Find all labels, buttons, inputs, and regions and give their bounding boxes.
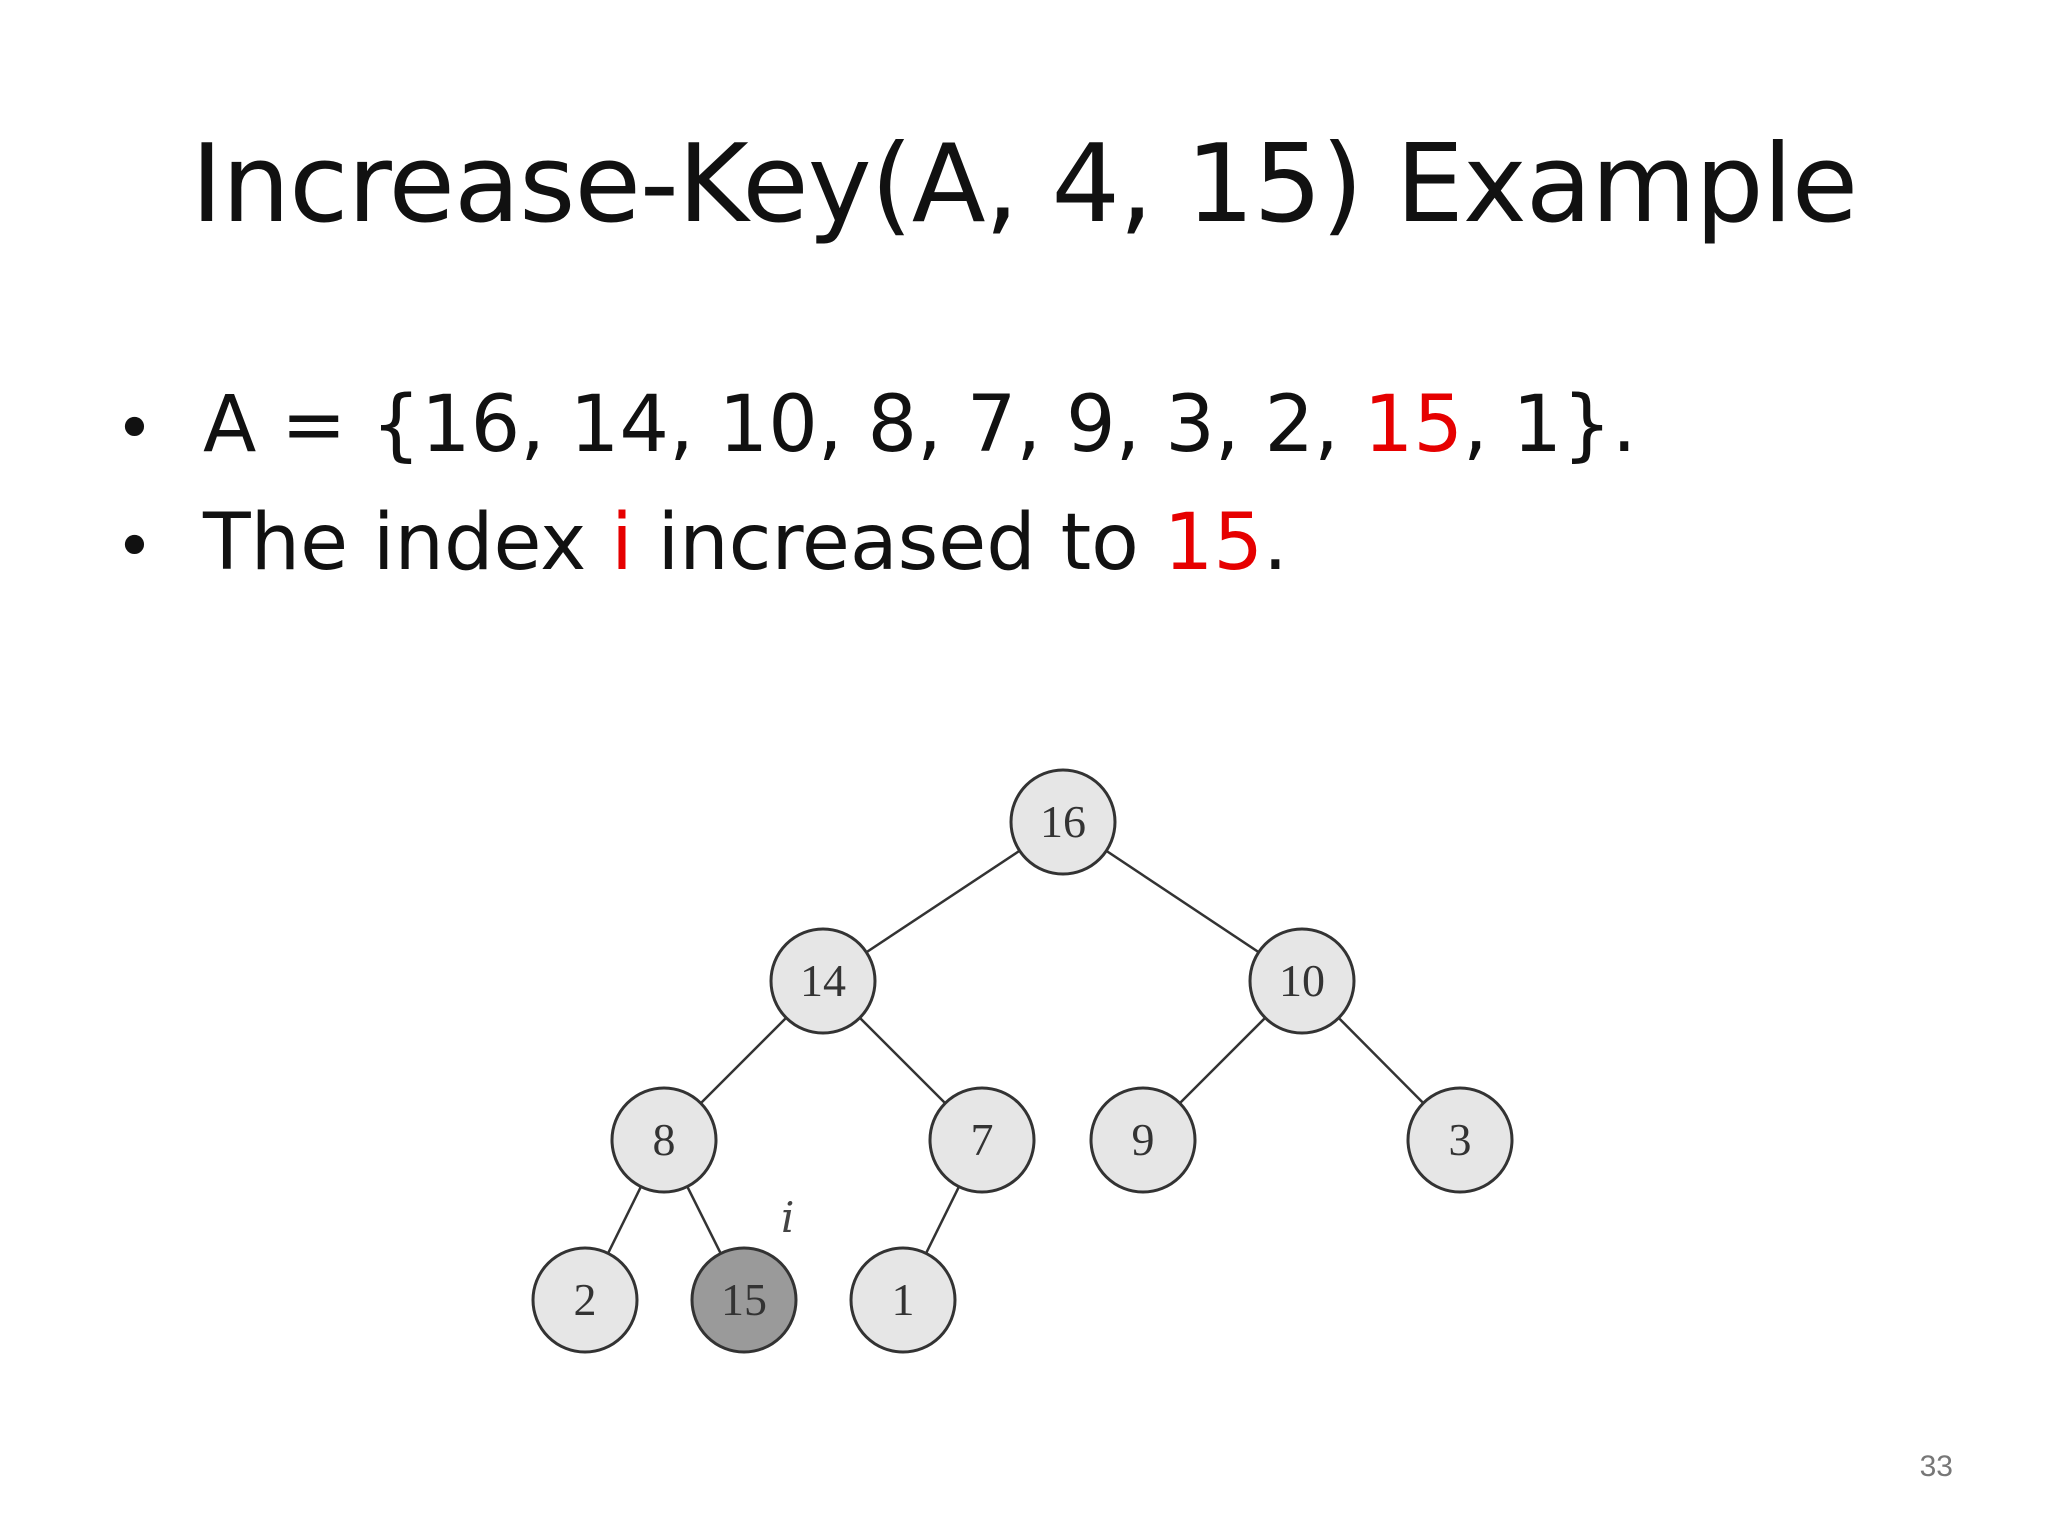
tree-node-label: 14 [800, 955, 846, 1006]
array-separator: , [1214, 380, 1265, 470]
tree-node-label: 3 [1449, 1114, 1472, 1165]
array-suffix: }. [1562, 380, 1637, 470]
index-text: The index i increased to 15. [203, 498, 1288, 588]
array-separator: , [1314, 380, 1364, 470]
tree-node-circle [1248, 927, 1356, 1035]
tree-node: 14 [769, 927, 877, 1035]
tree-node: 1 [849, 1246, 957, 1354]
index-variable: i [611, 498, 633, 588]
tree-node-circle [531, 1246, 639, 1354]
bullet-dot-icon: • [115, 390, 154, 467]
array-value: 15 [1363, 380, 1463, 470]
tree-node-label: 9 [1132, 1114, 1155, 1165]
array-value: 9 [1065, 380, 1116, 470]
tree-node: 16 [1009, 768, 1117, 876]
tree-node-circle [690, 1246, 798, 1354]
tree-node: 8 [610, 1086, 718, 1194]
array-separator: , [1115, 380, 1166, 470]
page-number: 33 [1919, 1450, 1953, 1483]
index-text-end: . [1262, 498, 1288, 588]
tree-node-circle [928, 1086, 1036, 1194]
tree-node-label: 7 [971, 1114, 994, 1165]
array-value: 10 [718, 380, 818, 470]
array-value: 1 [1512, 380, 1563, 470]
index-text-part2: increased to [632, 498, 1164, 588]
bullet-item-array: • A = {16, 14, 10, 8, 7, 9, 3, 2, 15, 1}… [115, 380, 1637, 498]
array-text: A = {16, 14, 10, 8, 7, 9, 3, 2, 15, 1}. [203, 380, 1637, 470]
tree-node-label: 2 [574, 1274, 597, 1325]
array-separator: , [817, 380, 868, 470]
index-text-part1: The index [203, 498, 612, 588]
array-separator: , [917, 380, 967, 470]
tree-node-circle [1406, 1086, 1514, 1194]
bullet-dot-icon: • [115, 508, 154, 585]
tree-node: 10 [1248, 927, 1356, 1035]
tree-node-circle [610, 1086, 718, 1194]
tree-node-circle [1009, 768, 1117, 876]
array-separator: , [1462, 380, 1513, 470]
tree-node-circle [769, 927, 877, 1035]
tree-node: 9 [1089, 1086, 1197, 1194]
array-prefix: A = { [203, 380, 421, 470]
tree-node-circle [1089, 1086, 1197, 1194]
array-value: 8 [867, 380, 918, 470]
tree-node: 2 [531, 1246, 639, 1354]
tree-node-label: 16 [1040, 796, 1086, 847]
array-value: 16 [420, 380, 521, 470]
array-value: 7 [966, 380, 1017, 470]
node-pointer-label: i [781, 1193, 794, 1242]
tree-node-label: 10 [1279, 955, 1325, 1006]
tree-node: 7 [928, 1086, 1036, 1194]
slide-title: Increase-Key(A, 4, 15) Example [190, 122, 1858, 247]
tree-node: 3 [1406, 1086, 1514, 1194]
tree-node-label: 8 [653, 1114, 676, 1165]
bullet-item-index: • The index i increased to 15. [115, 498, 1637, 616]
array-value: 3 [1165, 380, 1215, 470]
tree-edges [583, 820, 1461, 1301]
array-separator: , [1016, 380, 1066, 470]
tree-node-label: 15 [721, 1274, 767, 1325]
array-separator: , [669, 380, 719, 470]
tree-node-circle [849, 1246, 957, 1354]
bullet-list: • A = {16, 14, 10, 8, 7, 9, 3, 2, 15, 1}… [115, 380, 1637, 616]
tree-nodes: 16 14 10 8 7 9 3 2 15 1 [531, 768, 1514, 1354]
array-separator: , [520, 380, 570, 470]
tree-node-highlighted: 15 [690, 1246, 798, 1354]
array-value: 2 [1264, 380, 1315, 470]
increased-value: 15 [1163, 498, 1263, 588]
array-value: 14 [569, 380, 670, 470]
array-items: 16, 14, 10, 8, 7, 9, 3, 2, 15, 1 [421, 380, 1562, 470]
tree-node-label: 1 [892, 1274, 915, 1325]
